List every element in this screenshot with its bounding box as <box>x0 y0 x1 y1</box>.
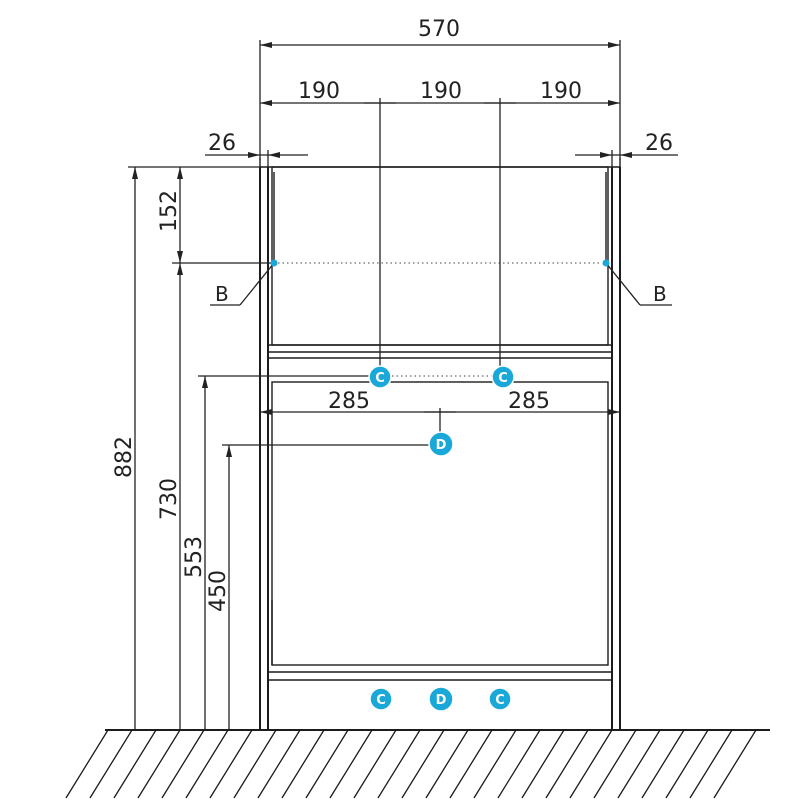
dimension-882 <box>128 166 262 730</box>
dimension-152-label: 152 <box>157 190 182 232</box>
dimension-285-left-label: 285 <box>328 389 370 414</box>
middle-shelf <box>268 344 612 359</box>
dimension-285-right-label: 285 <box>508 389 550 414</box>
dimension-450-label: 450 <box>206 570 231 612</box>
dimension-553 <box>198 375 378 730</box>
svg-text:C: C <box>375 371 385 386</box>
svg-text:C: C <box>495 693 505 708</box>
svg-text:D: D <box>436 438 447 453</box>
dimension-553-label: 553 <box>182 536 207 578</box>
svg-text:C: C <box>498 371 508 386</box>
bottom-drawer <box>271 381 609 666</box>
marker-d-lower: D <box>428 686 454 712</box>
dimension-570-label: 570 <box>418 17 460 42</box>
leader-b-right <box>605 262 672 306</box>
marker-d-upper: D <box>428 431 454 457</box>
marker-c-upper-left: C <box>368 365 392 389</box>
marker-c-lower-right: C <box>488 687 512 711</box>
mount-point-b-left <box>270 259 278 267</box>
dimension-26-left-label: 26 <box>208 131 236 156</box>
dimension-570 <box>259 40 621 160</box>
label-b-right: B <box>653 282 667 306</box>
dimension-26-right <box>575 150 678 167</box>
dimension-190-row <box>260 98 620 372</box>
dimension-26-left <box>205 150 308 167</box>
dimension-882-label: 882 <box>112 436 137 478</box>
plinth <box>268 671 612 681</box>
dimension-730 <box>177 263 183 730</box>
svg-text:C: C <box>376 693 386 708</box>
dimension-730-label: 730 <box>157 478 182 520</box>
side-profile-details <box>271 172 607 665</box>
floor-hatching <box>65 729 757 799</box>
leader-b-left <box>210 262 275 306</box>
dimension-190-left-label: 190 <box>298 79 340 104</box>
dimension-190-right-label: 190 <box>540 79 582 104</box>
marker-c-upper-right: C <box>491 365 515 389</box>
top-drawer <box>271 166 609 346</box>
mount-point-b-right <box>602 259 610 267</box>
dimension-190-middle-label: 190 <box>420 79 462 104</box>
marker-c-lower-left: C <box>369 687 393 711</box>
label-b-left: B <box>215 282 229 306</box>
dimension-152 <box>172 167 272 264</box>
svg-text:D: D <box>436 693 447 708</box>
dimension-450 <box>222 444 430 730</box>
dimension-26-right-label: 26 <box>645 131 673 156</box>
